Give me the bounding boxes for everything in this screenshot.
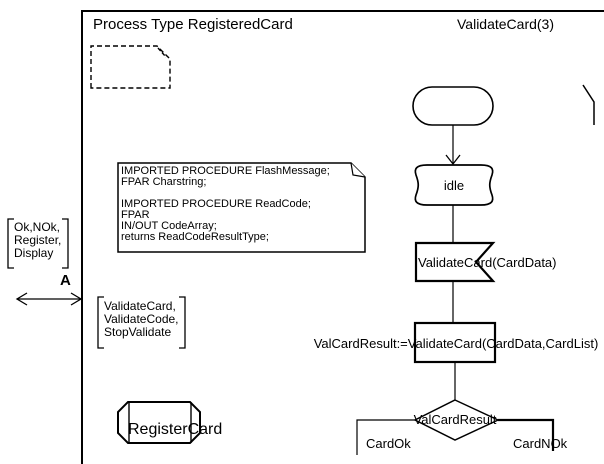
clipped-edge-line (582, 84, 595, 125)
input-symbol (414, 241, 496, 283)
text-symbol-line: FPAR Charstring; (121, 176, 207, 188)
text-symbol-content: IMPORTED PROCEDURE FlashMessage; FPAR Ch… (121, 166, 330, 243)
state-symbol-idle (414, 164, 494, 206)
text-symbol-line: FPAR (121, 209, 150, 221)
branch-line-cardok (356, 419, 415, 455)
gate-arrow (15, 292, 83, 306)
text-symbol-line: returns ReadCodeResultType; (121, 231, 269, 243)
state-label: idle (443, 178, 465, 193)
signal-name: Ok,NOk, (14, 220, 61, 234)
text-symbol-line: IMPORTED PROCEDURE FlashMessage; (121, 165, 330, 177)
diagram-title: Process Type RegisteredCard (93, 16, 293, 33)
gate-name: A (60, 272, 71, 289)
start-symbol (412, 86, 494, 126)
signal-list-out-brackets (7, 218, 69, 269)
answer-label-cardnok: CardNOk (513, 436, 568, 451)
procedure-label: RegisterCard (128, 421, 223, 438)
branch-line-cardnok (498, 418, 555, 451)
signal-name: StopValidate (104, 325, 172, 339)
signal-name: Display (14, 246, 54, 260)
flow-arrow-start-to-idle (445, 125, 461, 166)
frame-border (81, 10, 604, 464)
text-symbol-line: IN/OUT CodeArray; (121, 220, 217, 232)
signal-list-out: Ok,NOk, Register, Display (14, 221, 61, 260)
text-symbol-line: IMPORTED PROCEDURE ReadCode; (121, 198, 311, 210)
text-symbol (117, 162, 366, 253)
signal-list-in-brackets (97, 296, 186, 349)
answer-label-cardok: CardOk (366, 436, 411, 451)
signal-name: ValidateCard, (104, 299, 176, 313)
decision-label: ValCardResult (413, 412, 497, 427)
page-name-title: ValidateCard(3) (457, 16, 555, 32)
signal-name: ValidateCode, (104, 312, 179, 326)
task-label: ValCardResult:=ValidateCard(CardData,Car… (313, 336, 599, 351)
input-label: ValidateCard(CardData) (418, 255, 557, 270)
dashed-text-symbol (90, 45, 171, 89)
decision-symbol (413, 399, 500, 441)
signal-name: Register, (14, 233, 62, 247)
signal-list-in: ValidateCard, ValidateCode, StopValidate (104, 300, 179, 339)
procedure-symbol (117, 401, 201, 444)
